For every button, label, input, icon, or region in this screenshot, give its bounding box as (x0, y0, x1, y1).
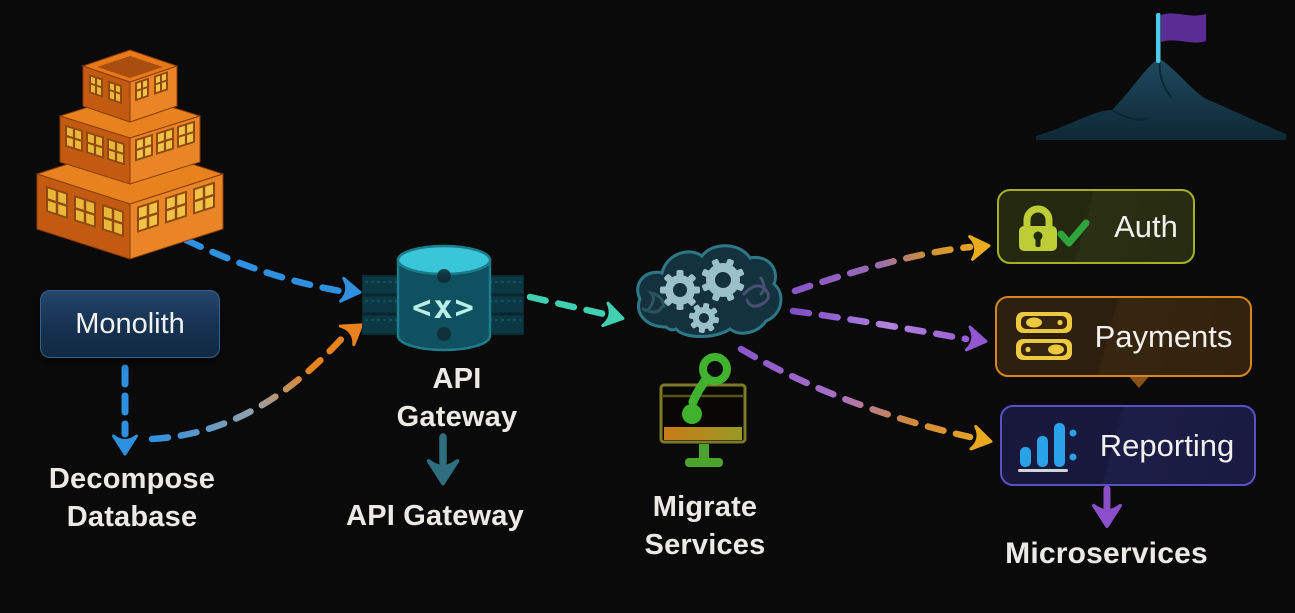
decompose-line2: Database (66, 501, 198, 533)
auth-node: Auth (997, 189, 1195, 264)
microservices-label: Microservices (999, 535, 1214, 573)
flag (1161, 13, 1206, 43)
edge-building-to-gateway (182, 236, 344, 295)
banknotes-icon (1016, 311, 1072, 360)
gear-icon (660, 270, 700, 310)
edge-cloud-to-payments (789, 307, 970, 343)
edge-cloud-to-auth (791, 243, 974, 295)
decompose-line1: Decompose (48, 463, 216, 495)
reporting-node: Reporting (1000, 405, 1256, 486)
question-mark-monitor-icon (659, 353, 747, 467)
auth-label: Auth (1114, 208, 1178, 244)
gateway-caption-text: API Gateway (346, 500, 524, 532)
payments-node: Payments (995, 296, 1252, 377)
monolith-building-icon (35, 49, 225, 260)
check-icon (1057, 219, 1090, 246)
gateway-line2: Gateway (396, 401, 518, 433)
flag-pole (1156, 13, 1161, 63)
gateway-line1: API (432, 363, 482, 395)
api-gateway-pipe-cylinder-icon: <x> (362, 244, 524, 352)
bar-chart-icon (1018, 422, 1077, 472)
edge-cloud-to-reporting (737, 345, 974, 441)
microservices-text: Microservices (1005, 537, 1208, 570)
reporting-label: Reporting (1099, 427, 1235, 463)
code-glyph: <x> (412, 288, 476, 326)
api-gateway-caption: API Gateway (335, 497, 535, 535)
migrate-line2: Services (644, 529, 766, 561)
decompose-database-label: Decompose Database (20, 460, 244, 536)
api-gateway-label: API Gateway (382, 360, 532, 436)
mountain-flag-icon (1036, 13, 1286, 140)
gear-icon (701, 258, 745, 302)
edge-decompose-to-gateway (148, 331, 349, 443)
migrate-line1: Migrate (652, 491, 758, 523)
migrate-services-label: Migrate Services (605, 488, 805, 564)
monolith-label: Monolith (75, 307, 185, 340)
gear-icon (689, 303, 719, 333)
monolith-node: Monolith (40, 290, 220, 358)
payments-label: Payments (1094, 318, 1233, 354)
lock-icon (1019, 205, 1090, 251)
cloud-gears-icon (636, 244, 783, 338)
edge-gateway-to-cloud (526, 293, 608, 318)
